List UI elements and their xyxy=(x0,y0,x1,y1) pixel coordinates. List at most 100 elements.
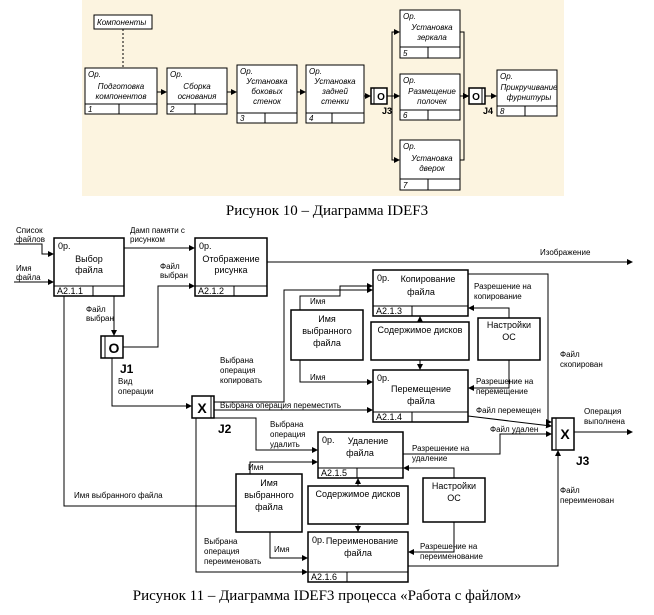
svg-text:O: O xyxy=(109,340,120,356)
svg-text:Изображение: Изображение xyxy=(540,248,591,257)
svg-text:рисунком: рисунком xyxy=(130,235,165,244)
svg-text:файла: файла xyxy=(407,287,435,297)
svg-text:Op.: Op. xyxy=(403,12,416,21)
svg-text:файла: файла xyxy=(255,502,283,512)
svg-text:Имя: Имя xyxy=(248,463,264,472)
svg-text:Прикручивание: Прикручивание xyxy=(501,83,559,92)
svg-text:Op.: Op. xyxy=(500,72,513,81)
svg-text:O: O xyxy=(472,92,480,103)
svg-text:копирование: копирование xyxy=(474,292,522,301)
svg-text:X: X xyxy=(560,426,570,442)
figure-10-caption: Рисунок 10 – Диаграмма IDEF3 xyxy=(225,203,429,219)
ref-selected-file-name-1: Имя выбранного файла xyxy=(290,309,364,361)
svg-text:A2.1.5: A2.1.5 xyxy=(321,468,347,478)
figure-10-diagram: Компоненты Op. Подготовка компонентов 1 … xyxy=(82,0,564,196)
svg-text:рисунка: рисунка xyxy=(214,265,247,275)
svg-text:X: X xyxy=(197,400,207,416)
svg-text:Установка: Установка xyxy=(245,77,288,86)
svg-text:дверок: дверок xyxy=(419,164,446,173)
svg-text:Разрешение на: Разрешение на xyxy=(412,444,470,453)
svg-text:стенок: стенок xyxy=(253,97,282,106)
uob-6: Op. Размещение полочек 6 xyxy=(399,73,461,121)
svg-text:Файл: Файл xyxy=(160,262,180,271)
svg-text:переименован: переименован xyxy=(560,496,614,505)
svg-text:Настройки: Настройки xyxy=(432,481,476,491)
svg-text:0р.: 0р. xyxy=(58,241,71,251)
svg-text:скопирован: скопирован xyxy=(560,360,603,369)
svg-text:файла: файла xyxy=(313,338,341,348)
svg-text:Содержимое дисков: Содержимое дисков xyxy=(378,325,463,335)
svg-text:Дамп памяти с: Дамп памяти с xyxy=(130,226,185,235)
box-rename-file: 0р. Переименование файла A2.1.6 xyxy=(307,531,409,583)
svg-text:Op.: Op. xyxy=(170,70,183,79)
svg-text:Разрешение на: Разрешение на xyxy=(476,377,534,386)
box-delete-file: 0р. Удаление файла A2.1.5 xyxy=(317,431,404,479)
svg-text:Выбрана: Выбрана xyxy=(204,537,238,546)
figure-11-diagram: 0р. Выбор файла A2.1.1 0р. Отображение р… xyxy=(14,226,633,583)
uob-3: Op. Установка боковых стенок 3 xyxy=(236,64,298,124)
svg-text:Удаление: Удаление xyxy=(348,436,389,446)
figure-11-caption: Рисунок 11 – Диаграмма IDEF3 процесса «Р… xyxy=(132,588,522,604)
svg-text:удалить: удалить xyxy=(270,440,300,449)
svg-text:удаление: удаление xyxy=(412,454,448,463)
junction-j1: O J1 xyxy=(100,335,134,376)
fig10-arrows xyxy=(157,29,497,163)
svg-text:Op.: Op. xyxy=(88,70,101,79)
svg-text:Вид: Вид xyxy=(118,377,133,386)
svg-text:Переименование: Переименование xyxy=(326,536,398,546)
svg-text:выбранного: выбранного xyxy=(302,326,351,336)
svg-text:Содержимое дисков: Содержимое дисков xyxy=(316,489,401,499)
uob-1: Op. Подготовка компонентов 1 xyxy=(84,67,158,115)
ref-selected-file-name-2: Имя выбранного файла xyxy=(235,473,303,533)
box-select-file: 0р. Выбор файла A2.1.1 xyxy=(53,237,125,297)
svg-text:J3: J3 xyxy=(576,454,590,468)
svg-text:0р.: 0р. xyxy=(312,535,325,545)
svg-text:операция: операция xyxy=(220,366,256,375)
svg-text:Файл: Файл xyxy=(86,305,106,314)
uob-8: Op. Прикручивание фурнитуры 8 xyxy=(496,69,559,117)
svg-text:Выбрана операция переместить: Выбрана операция переместить xyxy=(220,401,341,410)
svg-text:Имя: Имя xyxy=(310,297,326,306)
junction-j3-fig10: O J3 xyxy=(370,87,392,116)
svg-text:копировать: копировать xyxy=(220,376,262,385)
svg-text:Op.: Op. xyxy=(403,76,416,85)
svg-text:Выбрана: Выбрана xyxy=(270,420,304,429)
svg-text:Имя: Имя xyxy=(310,373,326,382)
svg-text:4: 4 xyxy=(309,114,314,123)
uob-2: Op. Сборка основания 2 xyxy=(166,67,228,115)
svg-text:файла: файла xyxy=(407,396,435,406)
svg-text:файла: файла xyxy=(344,548,372,558)
svg-text:файла: файла xyxy=(75,265,103,275)
svg-text:стенки: стенки xyxy=(321,97,349,106)
svg-text:Файл: Файл xyxy=(560,350,580,359)
uob-7: Op. Установка дверок 7 xyxy=(399,139,461,191)
svg-text:J4: J4 xyxy=(483,106,493,116)
box-display-image: 0р. Отображение рисунка A2.1.2 xyxy=(194,237,268,297)
svg-text:переименовать: переименовать xyxy=(204,557,261,566)
uob-5: Op. Установка зеркала 5 xyxy=(399,9,461,59)
svg-text:Файл удален: Файл удален xyxy=(490,425,538,434)
svg-text:J3: J3 xyxy=(382,106,392,116)
svg-text:задней: задней xyxy=(321,87,348,96)
svg-text:1: 1 xyxy=(88,105,92,114)
ref-os-settings-2: Настройки ОС xyxy=(422,477,486,523)
svg-text:перемещение: перемещение xyxy=(476,387,528,396)
svg-text:Выбрана: Выбрана xyxy=(220,356,254,365)
svg-text:зеркала: зеркала xyxy=(416,33,447,42)
svg-text:операция: операция xyxy=(270,430,306,439)
svg-text:Установка: Установка xyxy=(313,77,356,86)
svg-text:выбранного: выбранного xyxy=(244,490,293,500)
svg-text:J1: J1 xyxy=(120,362,134,376)
junction-j2: X J2 xyxy=(191,395,232,436)
svg-text:Перемещение: Перемещение xyxy=(391,384,451,394)
svg-text:0р.: 0р. xyxy=(377,373,390,383)
svg-text:Размещение: Размещение xyxy=(408,87,456,96)
svg-text:A2.1.6: A2.1.6 xyxy=(311,572,337,582)
svg-text:Имя: Имя xyxy=(260,478,278,488)
svg-text:полочек: полочек xyxy=(417,97,448,106)
svg-text:Разрешение на: Разрешение на xyxy=(420,542,478,551)
svg-text:Список: Список xyxy=(16,226,43,235)
ref-os-settings-1: Настройки ОС xyxy=(477,317,541,361)
svg-text:A2.1.2: A2.1.2 xyxy=(198,286,224,296)
junction-j3: X J3 xyxy=(551,417,590,468)
